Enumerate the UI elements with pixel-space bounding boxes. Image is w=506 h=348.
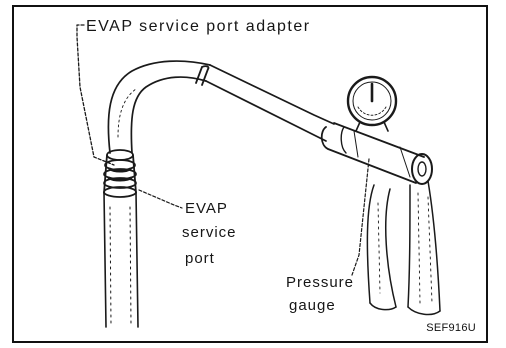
pump-end-cap <box>412 154 432 184</box>
evap-pressure-gauge-drawing <box>14 7 490 345</box>
port-adapter-fitting <box>104 150 136 197</box>
pressure-gauge-dial <box>348 77 396 131</box>
gauge-label-line2: gauge <box>289 297 336 314</box>
figure-frame: EVAP service port adapter EVAP service p… <box>12 5 488 343</box>
service-port-callout-line <box>139 190 182 208</box>
adapter-label: EVAP service port adapter <box>86 18 311 35</box>
pressure-gauge-body <box>322 123 424 183</box>
figure-code: SEF916U <box>426 322 476 334</box>
hand-pump-handles <box>367 181 440 314</box>
service-port-label-line1: EVAP <box>185 200 228 217</box>
service-port-label-line2: service <box>182 224 237 241</box>
service-port-body <box>104 192 138 327</box>
gauge-label-line1: Pressure <box>286 274 354 291</box>
service-port-label-line3: port <box>185 250 215 267</box>
gauge-callout-line <box>352 159 369 275</box>
evap-hose <box>108 61 334 153</box>
